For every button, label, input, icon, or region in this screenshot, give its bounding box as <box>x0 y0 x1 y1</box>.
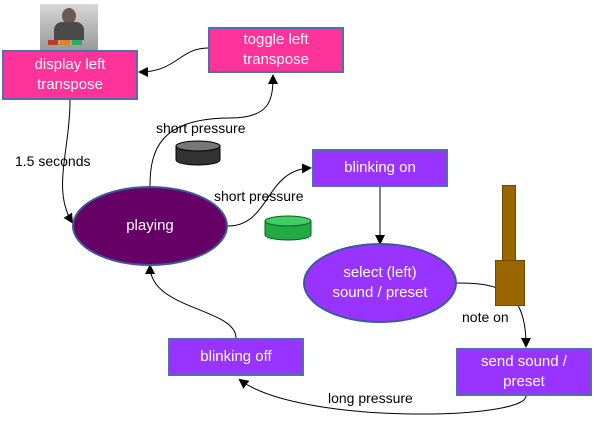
node-label: blinking on <box>344 159 416 176</box>
node-blinking-on: blinking on <box>312 149 448 187</box>
node-label: toggle left transpose <box>243 31 309 68</box>
edge-label-note-on: note on <box>462 309 509 325</box>
edge-label-seconds: 1.5 seconds <box>15 153 91 169</box>
node-label: select (left) sound / preset <box>332 264 428 301</box>
device-photo-icon <box>40 4 98 50</box>
node-send-sound-preset: send sound / preset <box>456 348 592 396</box>
edge-playing-to-blinking-on <box>227 163 312 227</box>
green-pushbutton-icon <box>264 215 312 241</box>
node-toggle-left-transpose: toggle left transpose <box>208 27 344 73</box>
edge-label-long-pressure: long pressure <box>328 390 413 406</box>
node-playing: playing <box>72 186 228 266</box>
edge-label-short-pressure-top: short pressure <box>156 120 246 136</box>
node-label: display left transpose <box>34 56 106 93</box>
edge-display-to-playing <box>62 99 74 224</box>
edge-send-to-blinking-off <box>238 378 527 415</box>
node-label: playing <box>126 217 174 234</box>
edge-toggle-to-display <box>138 47 209 77</box>
node-label: send sound / preset <box>481 353 567 390</box>
edge-blinking-off-to-playing <box>145 264 237 339</box>
edge-label-short-pressure-right: short pressure <box>214 188 304 204</box>
node-display-left-transpose: display left transpose <box>2 50 138 100</box>
dark-pushbutton-icon <box>175 140 221 166</box>
node-blinking-off: blinking off <box>168 338 304 376</box>
node-select-left-sound-preset: select (left) sound / preset <box>303 243 457 323</box>
node-label: blinking off <box>200 348 272 365</box>
edge-playing-to-toggle <box>149 74 278 187</box>
